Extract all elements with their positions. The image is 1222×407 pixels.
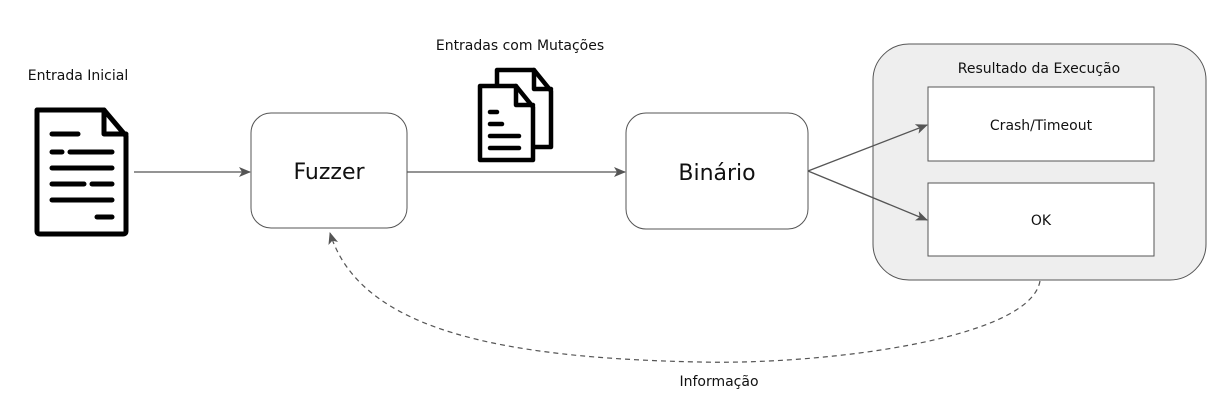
documents-icon: [477, 67, 554, 163]
crash-node: [927, 86, 1155, 162]
binary-label: Binário: [678, 161, 755, 186]
ok-node: [927, 182, 1155, 257]
ok-label: OK: [1031, 213, 1052, 229]
information-label: Informação: [679, 374, 758, 390]
crash-label: Crash/Timeout: [990, 118, 1093, 134]
arrow-binary-to-ok: [807, 170, 928, 221]
mutated-inputs-label: Entradas com Mutações: [436, 38, 604, 54]
fuzzer-label: Fuzzer: [293, 160, 365, 185]
result-group-title: Resultado da Execução: [958, 61, 1120, 77]
document-icon: [34, 107, 129, 237]
arrow-binary-to-crash: [807, 124, 928, 172]
feedback-arrow: [328, 232, 1041, 363]
initial-input-label: Entrada Inicial: [28, 68, 128, 84]
result-group: Resultado da Execução Crash/Timeout OK: [872, 43, 1207, 281]
binary-node: Binário: [625, 112, 809, 230]
fuzzer-node: Fuzzer: [250, 112, 408, 229]
